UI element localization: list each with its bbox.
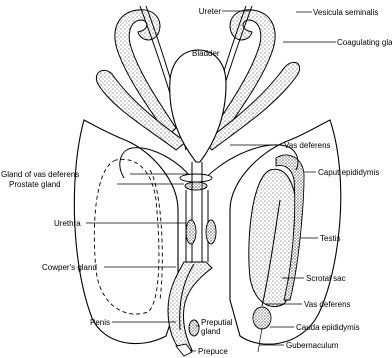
prostate-gland	[185, 182, 207, 190]
label-testis: Testis	[320, 234, 340, 243]
label-urethra: Urethra	[54, 219, 81, 228]
label-vas-deferens-bottom: Vas deferens	[304, 300, 351, 309]
label-cowpers-gland: Cowper's gland	[42, 263, 97, 272]
label-preputial-gland-line2: gland	[201, 327, 221, 336]
label-prepuce: Prepuce	[198, 347, 228, 356]
label-scrotal-sac: Scrotal sac	[306, 274, 346, 283]
label-coagulating-gland: Coagulating gland	[337, 38, 392, 47]
label-prostate-gland: Prostate gland	[9, 180, 61, 189]
cauda-epididymis	[253, 307, 271, 329]
gland-of-vas-deferens	[180, 174, 212, 182]
label-vesicula-seminalis: Vesicula seminalis	[313, 8, 378, 17]
label-ureter: Ureter	[199, 7, 222, 16]
cowpers-gland-left	[186, 220, 196, 244]
label-cauda-epididymis: Cauda epididymis	[296, 323, 360, 332]
cowpers-gland-right	[206, 220, 216, 244]
label-vas-deferens-top: Vas deferens	[284, 141, 331, 150]
label-penis: Penis	[90, 318, 110, 327]
label-preputial-gland: Preputial gland	[201, 318, 235, 336]
label-bladder: Bladder	[192, 49, 220, 58]
preputial-gland	[189, 320, 199, 336]
label-preputial-gland-text: Preputial	[201, 318, 233, 327]
label-gland-of-vas-deferens: Gland of vas deferens	[1, 170, 79, 179]
label-gubernaculum: Gubernaculum	[286, 341, 339, 350]
left-scrotal-outline	[74, 120, 178, 344]
label-caput-epididymis: Caput epididymis	[318, 168, 379, 177]
